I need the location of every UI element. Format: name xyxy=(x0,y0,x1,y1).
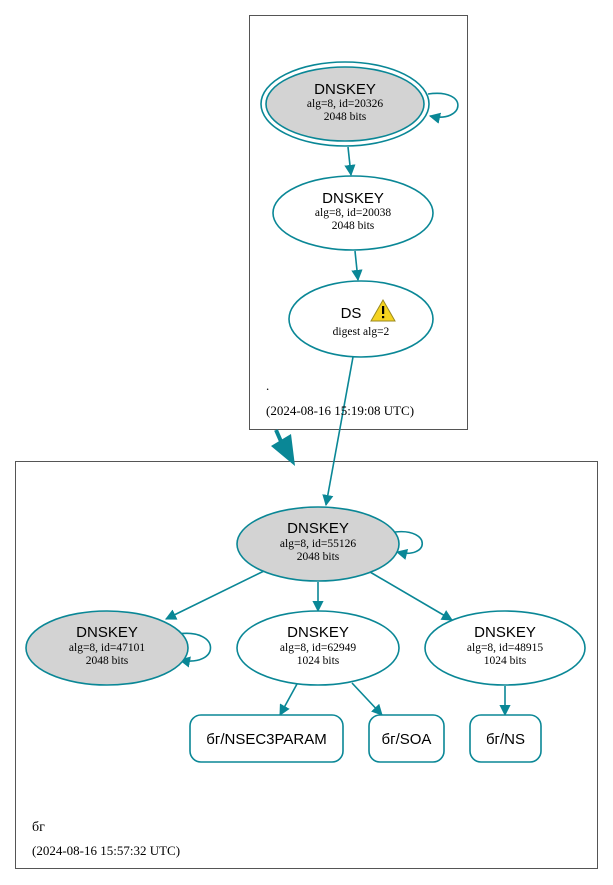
bg-key-48915-title: DNSKEY xyxy=(474,624,536,641)
edge-47101-self xyxy=(177,632,212,668)
root-zsk-bits: 2048 bits xyxy=(332,220,375,232)
root-ksk-title: DNSKEY xyxy=(314,81,376,98)
bg-ksk-title: DNSKEY xyxy=(287,520,349,537)
edge-ds-bg-ksk xyxy=(322,356,354,507)
root-zone-name: . xyxy=(266,378,269,393)
edge-root-ksk-zsk xyxy=(344,146,356,177)
bg-ksk-bits: 2048 bits xyxy=(297,551,340,563)
root-zsk-alg: alg=8, id=20038 xyxy=(315,207,391,219)
bg-key-47101-title: DNSKEY xyxy=(76,624,138,641)
bg-key-62949-node[interactable]: DNSKEY alg=8, id=62949 1024 bits xyxy=(236,610,400,686)
bg-ksk-alg: alg=8, id=55126 xyxy=(280,538,356,550)
warning-triangle-icon xyxy=(370,298,396,322)
bg-key-62949-title: DNSKEY xyxy=(287,624,349,641)
rrset-nsec3param-label: бг/NSEC3PARAM xyxy=(206,731,326,748)
edge-62949-soa xyxy=(351,682,383,716)
root-ksk-alg: alg=8, id=20326 xyxy=(307,98,383,110)
bg-zone-timestamp: (2024-08-16 15:57:32 UTC) xyxy=(32,843,180,858)
bg-key-47101-alg: alg=8, id=47101 xyxy=(69,642,145,654)
edge-root-zsk-ds xyxy=(351,250,363,282)
ds-title: DS xyxy=(341,305,362,322)
bg-ksk-node[interactable]: DNSKEY alg=8, id=55126 2048 bits xyxy=(236,506,400,582)
root-zsk-node[interactable]: DNSKEY alg=8, id=20038 2048 bits xyxy=(272,175,434,251)
rrset-ns-label: бг/NS xyxy=(486,731,525,748)
ds-node[interactable]: DS digest alg=2 xyxy=(288,280,434,358)
edge-bg-ksk-48915 xyxy=(369,571,453,621)
edge-root-ksk-self xyxy=(427,92,459,124)
bg-key-47101-bits: 2048 bits xyxy=(86,655,129,667)
rrset-ns[interactable]: бг/NS xyxy=(469,714,542,763)
edge-62949-nsec3param xyxy=(279,683,298,716)
bg-key-48915-alg: alg=8, id=48915 xyxy=(467,642,543,654)
root-ksk-node[interactable]: DNSKEY alg=8, id=20326 2048 bits xyxy=(260,61,430,147)
rrset-nsec3param[interactable]: бг/NSEC3PARAM xyxy=(189,714,344,763)
bg-key-48915-bits: 1024 bits xyxy=(484,655,527,667)
bg-key-48915-node[interactable]: DNSKEY alg=8, id=48915 1024 bits xyxy=(424,610,586,686)
bg-key-62949-bits: 1024 bits xyxy=(297,655,340,667)
root-ksk-bits: 2048 bits xyxy=(324,111,367,123)
edge-bg-ksk-self xyxy=(394,530,423,560)
bg-key-62949-alg: alg=8, id=62949 xyxy=(280,642,356,654)
rrset-soa-label: бг/SOA xyxy=(382,731,432,748)
bg-zone-name: бг xyxy=(32,820,45,835)
root-zsk-title: DNSKEY xyxy=(322,190,384,207)
delegation-arrowhead xyxy=(271,434,295,466)
edge-bg-ksk-47101 xyxy=(164,570,265,620)
bg-key-47101-node[interactable]: DNSKEY alg=8, id=47101 2048 bits xyxy=(25,610,189,686)
ds-digest: digest alg=2 xyxy=(333,326,390,338)
rrset-soa[interactable]: бг/SOA xyxy=(368,714,445,763)
root-zone-timestamp: (2024-08-16 15:19:08 UTC) xyxy=(266,403,414,418)
